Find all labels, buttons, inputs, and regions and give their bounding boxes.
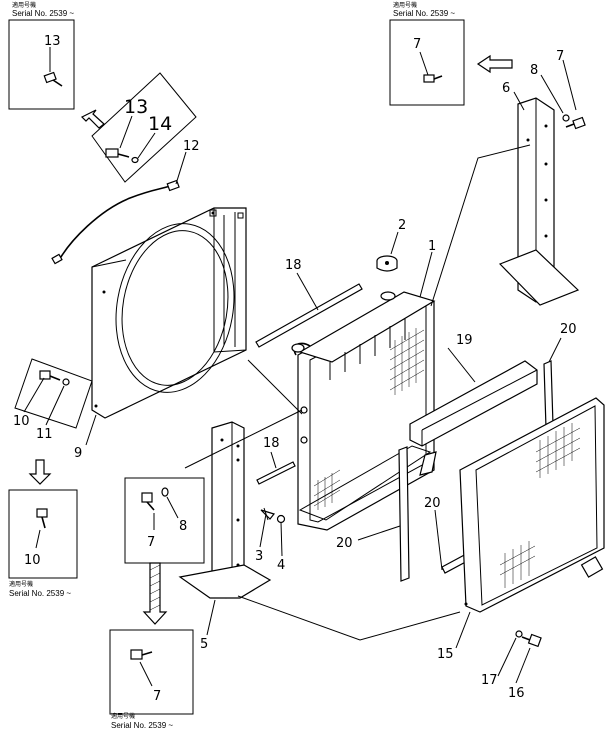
mounting-bracket-left <box>178 421 272 599</box>
detail-box-bolt-7-top: 7 <box>389 19 465 106</box>
svg-text:適用号機: 適用号機 <box>9 580 33 588</box>
svg-text:18: 18 <box>263 436 280 451</box>
svg-text:7: 7 <box>556 49 564 64</box>
svg-text:12: 12 <box>183 139 200 154</box>
drain-cock-seal <box>276 514 286 524</box>
bolt-icon <box>43 71 63 87</box>
fan-shroud <box>91 207 247 419</box>
svg-text:Serial No. 2539 ~: Serial No. 2539 ~ <box>393 9 455 18</box>
svg-text:適用号機: 適用号機 <box>111 712 135 720</box>
svg-text:10: 10 <box>13 414 30 429</box>
svg-text:20: 20 <box>424 496 441 511</box>
seal-strip-top <box>409 360 538 447</box>
svg-text:3: 3 <box>255 549 263 564</box>
svg-text:Serial No. 2539 ~: Serial No. 2539 ~ <box>111 721 173 730</box>
svg-text:20: 20 <box>560 322 577 337</box>
arrow-down-hatched-icon <box>142 562 168 625</box>
detail-box-bolt-7-bottom: 7 <box>109 629 194 715</box>
bolt-16 <box>521 633 542 648</box>
svg-text:10: 10 <box>24 553 41 568</box>
seal-strip-vertical-right <box>543 360 554 429</box>
svg-text:17: 17 <box>481 673 498 688</box>
radiator-core <box>291 291 437 531</box>
svg-text:20: 20 <box>336 536 353 551</box>
svg-text:11: 11 <box>36 427 53 442</box>
arrow-left-icon <box>476 54 513 74</box>
serial-note-left: 適用号機 Serial No. 2539 ~ <box>9 580 71 598</box>
svg-text:Serial No. 2539 ~: Serial No. 2539 ~ <box>12 9 74 18</box>
svg-text:1: 1 <box>428 239 436 254</box>
bolt-icon <box>423 74 443 83</box>
svg-text:18: 18 <box>285 258 302 273</box>
mounting-bracket-right <box>498 97 580 306</box>
svg-text:15: 15 <box>437 647 454 662</box>
detail-box-bolt-13: 13 <box>8 19 75 110</box>
svg-text:7: 7 <box>413 37 421 52</box>
svg-text:適用号機: 適用号機 <box>12 1 36 9</box>
svg-text:19: 19 <box>456 333 473 348</box>
washer-8-top <box>562 114 570 122</box>
radiator-cap <box>376 255 398 272</box>
svg-text:4: 4 <box>277 558 285 573</box>
rubber-strip-upper <box>255 283 363 348</box>
callout-labels: 1 2 3 4 5 6 7 8 9 12 15 16 17 18 18 19 2… <box>74 49 577 701</box>
seal-strip-vertical-left <box>398 446 410 582</box>
svg-text:9: 9 <box>74 446 82 461</box>
svg-text:Serial No. 2539 ~: Serial No. 2539 ~ <box>9 589 71 598</box>
svg-text:6: 6 <box>502 81 510 96</box>
svg-text:適用号機: 適用号機 <box>393 1 417 9</box>
serial-note-top-left: 適用号機 Serial No. 2539 ~ <box>12 1 74 18</box>
detail-box-bolt-10: 10 <box>8 489 78 579</box>
svg-text:5: 5 <box>200 637 208 652</box>
svg-text:7: 7 <box>147 535 155 550</box>
svg-text:14: 14 <box>148 113 172 135</box>
arrow-down-icon <box>28 459 52 485</box>
inset-bolt-washer-10-11: 10 11 <box>13 358 93 442</box>
leader-lines <box>85 59 577 684</box>
drain-cock <box>260 507 276 521</box>
washer-17 <box>515 630 523 638</box>
serial-note-bottom: 適用号機 Serial No. 2539 ~ <box>111 712 173 730</box>
arrow-up-left-icon <box>80 109 105 129</box>
svg-text:7: 7 <box>153 689 161 704</box>
oil-cooler <box>459 397 605 613</box>
serial-note-top-right: 適用号機 Serial No. 2539 ~ <box>393 1 455 18</box>
svg-text:13: 13 <box>124 96 148 118</box>
inset-bolt-washer-13-14: 13 14 <box>91 72 197 183</box>
rubber-strip-lower <box>256 461 296 485</box>
bolt-7-top <box>565 116 586 130</box>
svg-text:16: 16 <box>508 686 525 701</box>
svg-text:8: 8 <box>530 63 538 78</box>
detail-box-bolt-washer-7-8: 8 7 <box>124 477 205 564</box>
svg-text:8: 8 <box>179 519 187 534</box>
svg-text:2: 2 <box>398 218 406 233</box>
svg-text:13: 13 <box>44 34 61 49</box>
